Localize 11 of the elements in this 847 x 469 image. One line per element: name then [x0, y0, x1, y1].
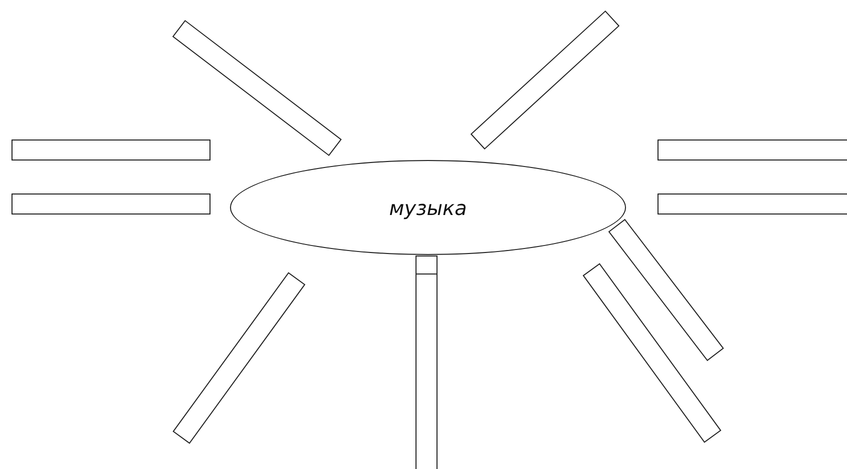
blank-bar — [12, 140, 210, 160]
blank-bar — [172, 272, 306, 444]
blank-bar — [582, 263, 722, 443]
topic-label: музыка — [389, 196, 467, 220]
blank-bar — [172, 20, 342, 156]
blank-bar — [12, 194, 210, 214]
blank-bar — [658, 194, 847, 214]
blank-bar — [416, 256, 438, 469]
blank-bar — [658, 140, 847, 160]
blank-bar — [470, 10, 620, 150]
blank-bar — [608, 218, 724, 362]
